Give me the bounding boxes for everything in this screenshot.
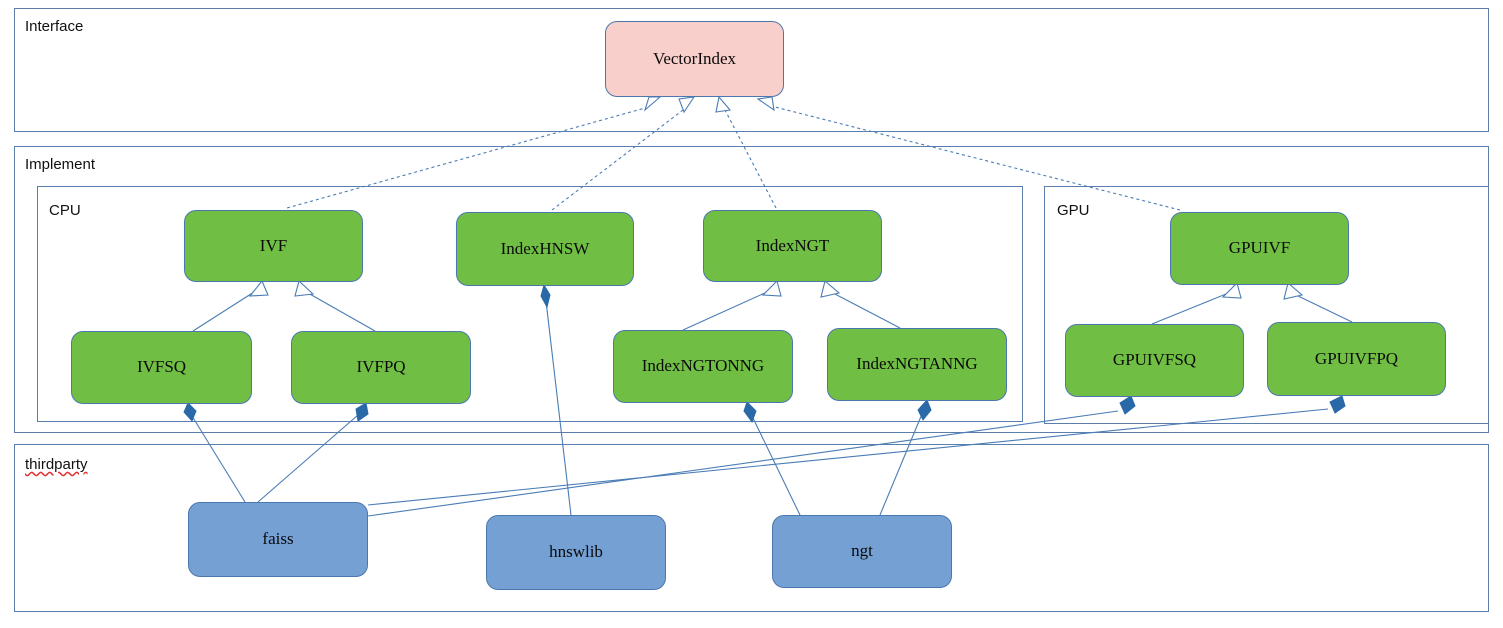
node-label-gpuivfpq: GPUIVFPQ <box>1314 348 1399 368</box>
node-ivfpq[interactable]: IVFPQ <box>291 331 471 404</box>
node-vectorindex[interactable]: VectorIndex <box>605 21 784 97</box>
node-label-ivf: IVF <box>259 235 288 255</box>
node-indexngtonng[interactable]: IndexNGTONNG <box>613 330 793 403</box>
node-label-indexngt: IndexNGT <box>755 235 830 255</box>
frame-label-interface: Interface <box>25 18 84 35</box>
frame-label-cpu: CPU <box>49 202 81 219</box>
node-ivf[interactable]: IVF <box>184 210 363 282</box>
frame-label-gpu: GPU <box>1057 202 1090 219</box>
node-label-ivfsq: IVFSQ <box>136 357 187 377</box>
node-indexngtanng[interactable]: IndexNGTANNG <box>827 328 1007 401</box>
frame-label-thirdparty: thirdparty <box>25 456 88 473</box>
node-label-faiss: faiss <box>262 529 294 549</box>
node-label-ngt: ngt <box>851 541 873 561</box>
node-label-indexngtonng: IndexNGTONNG <box>641 356 765 376</box>
node-ivfsq[interactable]: IVFSQ <box>71 331 252 404</box>
node-gpuivfsq[interactable]: GPUIVFSQ <box>1065 324 1244 397</box>
node-label-gpuivfsq: GPUIVFSQ <box>1112 350 1197 370</box>
node-gpuivfpq[interactable]: GPUIVFPQ <box>1267 322 1446 396</box>
node-label-ivfpq: IVFPQ <box>356 357 406 377</box>
node-hnswlib[interactable]: hnswlib <box>486 515 666 590</box>
node-gpuivf[interactable]: GPUIVF <box>1170 212 1349 285</box>
node-ngt[interactable]: ngt <box>772 515 952 588</box>
node-faiss[interactable]: faiss <box>188 502 368 577</box>
frame-label-implement: Implement <box>25 156 96 173</box>
node-label-indexhnsw: IndexHNSW <box>500 238 590 258</box>
node-label-vectorindex: VectorIndex <box>652 48 737 68</box>
node-label-indexngtanng: IndexNGTANNG <box>856 354 978 374</box>
node-label-hnswlib: hnswlib <box>549 542 603 562</box>
node-label-gpuivf: GPUIVF <box>1228 238 1291 258</box>
node-indexhnsw[interactable]: IndexHNSW <box>456 212 634 286</box>
node-indexngt[interactable]: IndexNGT <box>703 210 882 282</box>
